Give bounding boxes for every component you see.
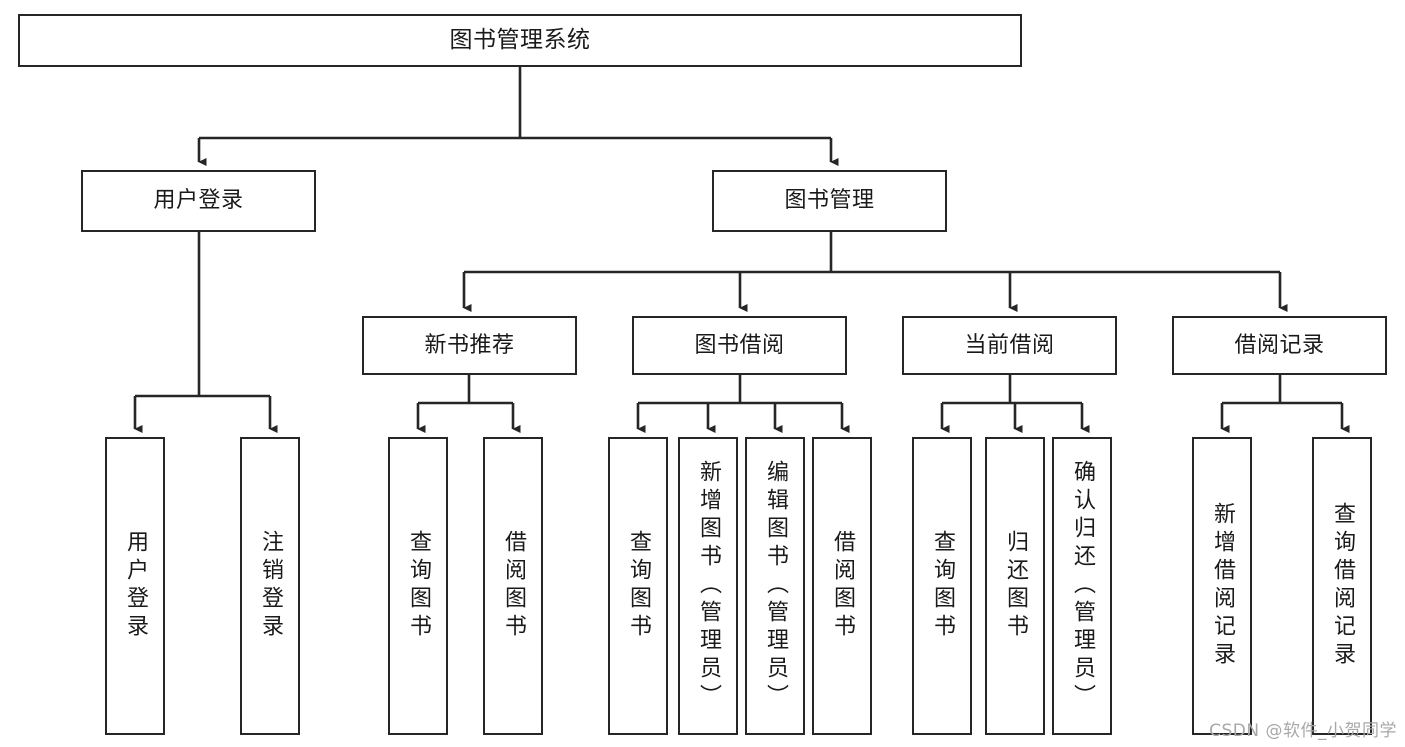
node-leaf-record-add[interactable]: 新增借阅记录 — [1192, 437, 1252, 735]
node-current-borrow[interactable]: 当前借阅 — [902, 316, 1117, 375]
node-leaf-current-return-book[interactable]: 归还图书 — [985, 437, 1045, 735]
node-borrow-record[interactable]: 借阅记录 — [1172, 316, 1387, 375]
node-user-login[interactable]: 用户登录 — [81, 170, 316, 232]
node-leaf-user-logout[interactable]: 注销登录 — [240, 437, 300, 735]
node-root-label: 图书管理系统 — [449, 27, 591, 53]
node-new-book-recommend-label: 新书推荐 — [424, 332, 515, 358]
node-leaf-recommend-query-book-label: 查询图书 — [406, 530, 431, 642]
node-leaf-borrow-add-book-label: 新增图书（管理员） — [696, 460, 721, 712]
node-root-system[interactable]: 图书管理系统 — [18, 14, 1022, 67]
node-leaf-borrow-edit-book[interactable]: 编辑图书（管理员） — [745, 437, 805, 735]
node-book-borrow-label: 图书借阅 — [694, 332, 785, 358]
node-leaf-current-confirm-return[interactable]: 确认归还（管理员） — [1052, 437, 1112, 735]
node-book-management[interactable]: 图书管理 — [712, 170, 947, 232]
node-leaf-borrow-add-book[interactable]: 新增图书（管理员） — [678, 437, 738, 735]
node-leaf-borrow-edit-book-label: 编辑图书（管理员） — [763, 460, 788, 712]
watermark-text: CSDN @软件_小贺同学 — [1209, 721, 1397, 741]
node-leaf-borrow-query-book-label: 查询图书 — [626, 530, 651, 642]
node-leaf-current-query-book[interactable]: 查询图书 — [912, 437, 972, 735]
node-leaf-recommend-borrow-book-label: 借阅图书 — [501, 530, 526, 642]
node-leaf-user-login-label: 用户登录 — [123, 530, 148, 642]
node-borrow-record-label: 借阅记录 — [1234, 332, 1325, 358]
node-leaf-borrow-borrow-book-label: 借阅图书 — [830, 530, 855, 642]
node-user-login-label: 用户登录 — [153, 188, 244, 213]
node-current-borrow-label: 当前借阅 — [964, 332, 1055, 358]
node-leaf-current-confirm-return-label: 确认归还（管理员） — [1070, 460, 1095, 712]
node-leaf-user-login[interactable]: 用户登录 — [105, 437, 165, 735]
node-leaf-user-logout-label: 注销登录 — [258, 530, 283, 642]
node-leaf-borrow-borrow-book[interactable]: 借阅图书 — [812, 437, 872, 735]
node-leaf-record-query[interactable]: 查询借阅记录 — [1312, 437, 1372, 735]
node-leaf-record-add-label: 新增借阅记录 — [1210, 502, 1235, 670]
node-book-borrow[interactable]: 图书借阅 — [632, 316, 847, 375]
node-leaf-recommend-query-book[interactable]: 查询图书 — [388, 437, 448, 735]
node-leaf-borrow-query-book[interactable]: 查询图书 — [608, 437, 668, 735]
node-leaf-current-query-book-label: 查询图书 — [930, 530, 955, 642]
node-leaf-current-return-book-label: 归还图书 — [1003, 530, 1028, 642]
node-leaf-recommend-borrow-book[interactable]: 借阅图书 — [483, 437, 543, 735]
node-leaf-record-query-label: 查询借阅记录 — [1330, 502, 1355, 670]
node-book-management-label: 图书管理 — [784, 188, 875, 213]
node-new-book-recommend[interactable]: 新书推荐 — [362, 316, 577, 375]
